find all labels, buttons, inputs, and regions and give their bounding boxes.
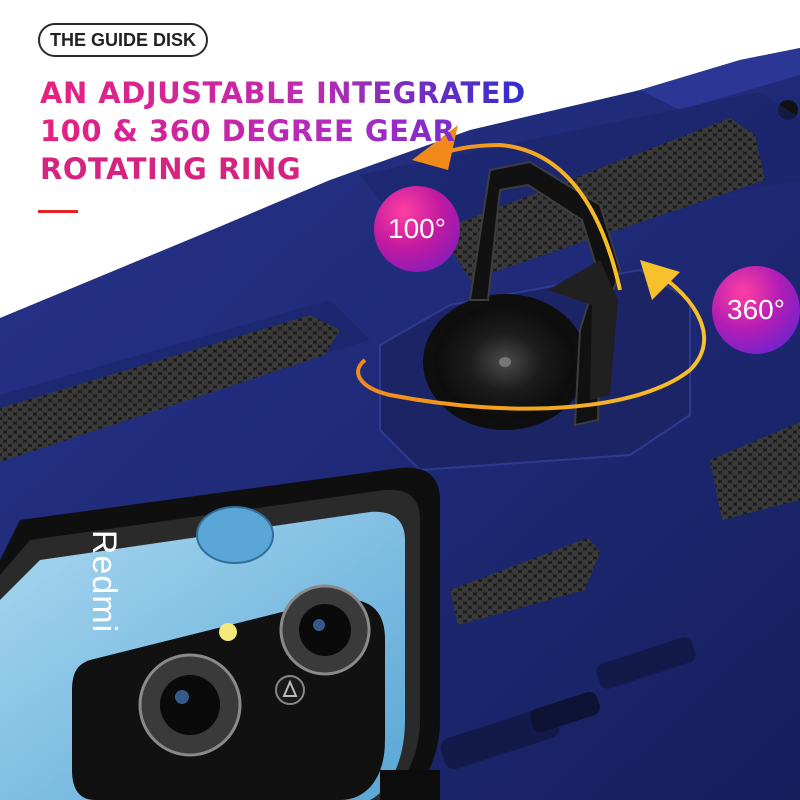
grip-panel [450, 538, 600, 625]
headline-line-3: ROTATING RING [40, 152, 302, 186]
ring-holder-inner [548, 260, 618, 400]
ring-holder [468, 160, 622, 427]
secondary-camera-glass [299, 604, 351, 656]
main-camera-glass [160, 675, 220, 735]
small-lens [196, 506, 274, 564]
case-clip [380, 770, 440, 800]
headline-line-1: AN ADJUSTABLE INTEGRATED [40, 76, 526, 110]
arrow-head-icon [640, 260, 680, 300]
lens-glint [175, 690, 189, 704]
grip-panel [710, 422, 800, 520]
headline: AN ADJUSTABLE INTEGRATED 100 & 360 DEGRE… [40, 74, 526, 188]
accent-divider [38, 210, 78, 213]
rotation-arc-360 [356, 266, 707, 411]
arrow-head-icon [412, 125, 458, 170]
badge-100-degree: 100° [374, 186, 460, 272]
grip-panel [440, 118, 765, 280]
ai-sensor-mark [282, 679, 298, 697]
badge-360-degree: 360° [712, 266, 800, 354]
side-button [596, 637, 696, 689]
brand-logo-text: Redmi [85, 529, 124, 634]
side-button [530, 691, 600, 733]
rotation-arc-100 [429, 142, 622, 291]
headline-line-2: 100 & 360 DEGREE GEAR [40, 112, 526, 150]
case-rim [640, 48, 800, 110]
ring-disk-center [499, 357, 511, 367]
side-button [440, 706, 560, 770]
lens-glint [313, 619, 325, 631]
flash-led [219, 623, 237, 641]
grip-panel [0, 315, 340, 462]
case-ridge [360, 92, 800, 252]
category-tag: THE GUIDE DISK [38, 23, 208, 57]
